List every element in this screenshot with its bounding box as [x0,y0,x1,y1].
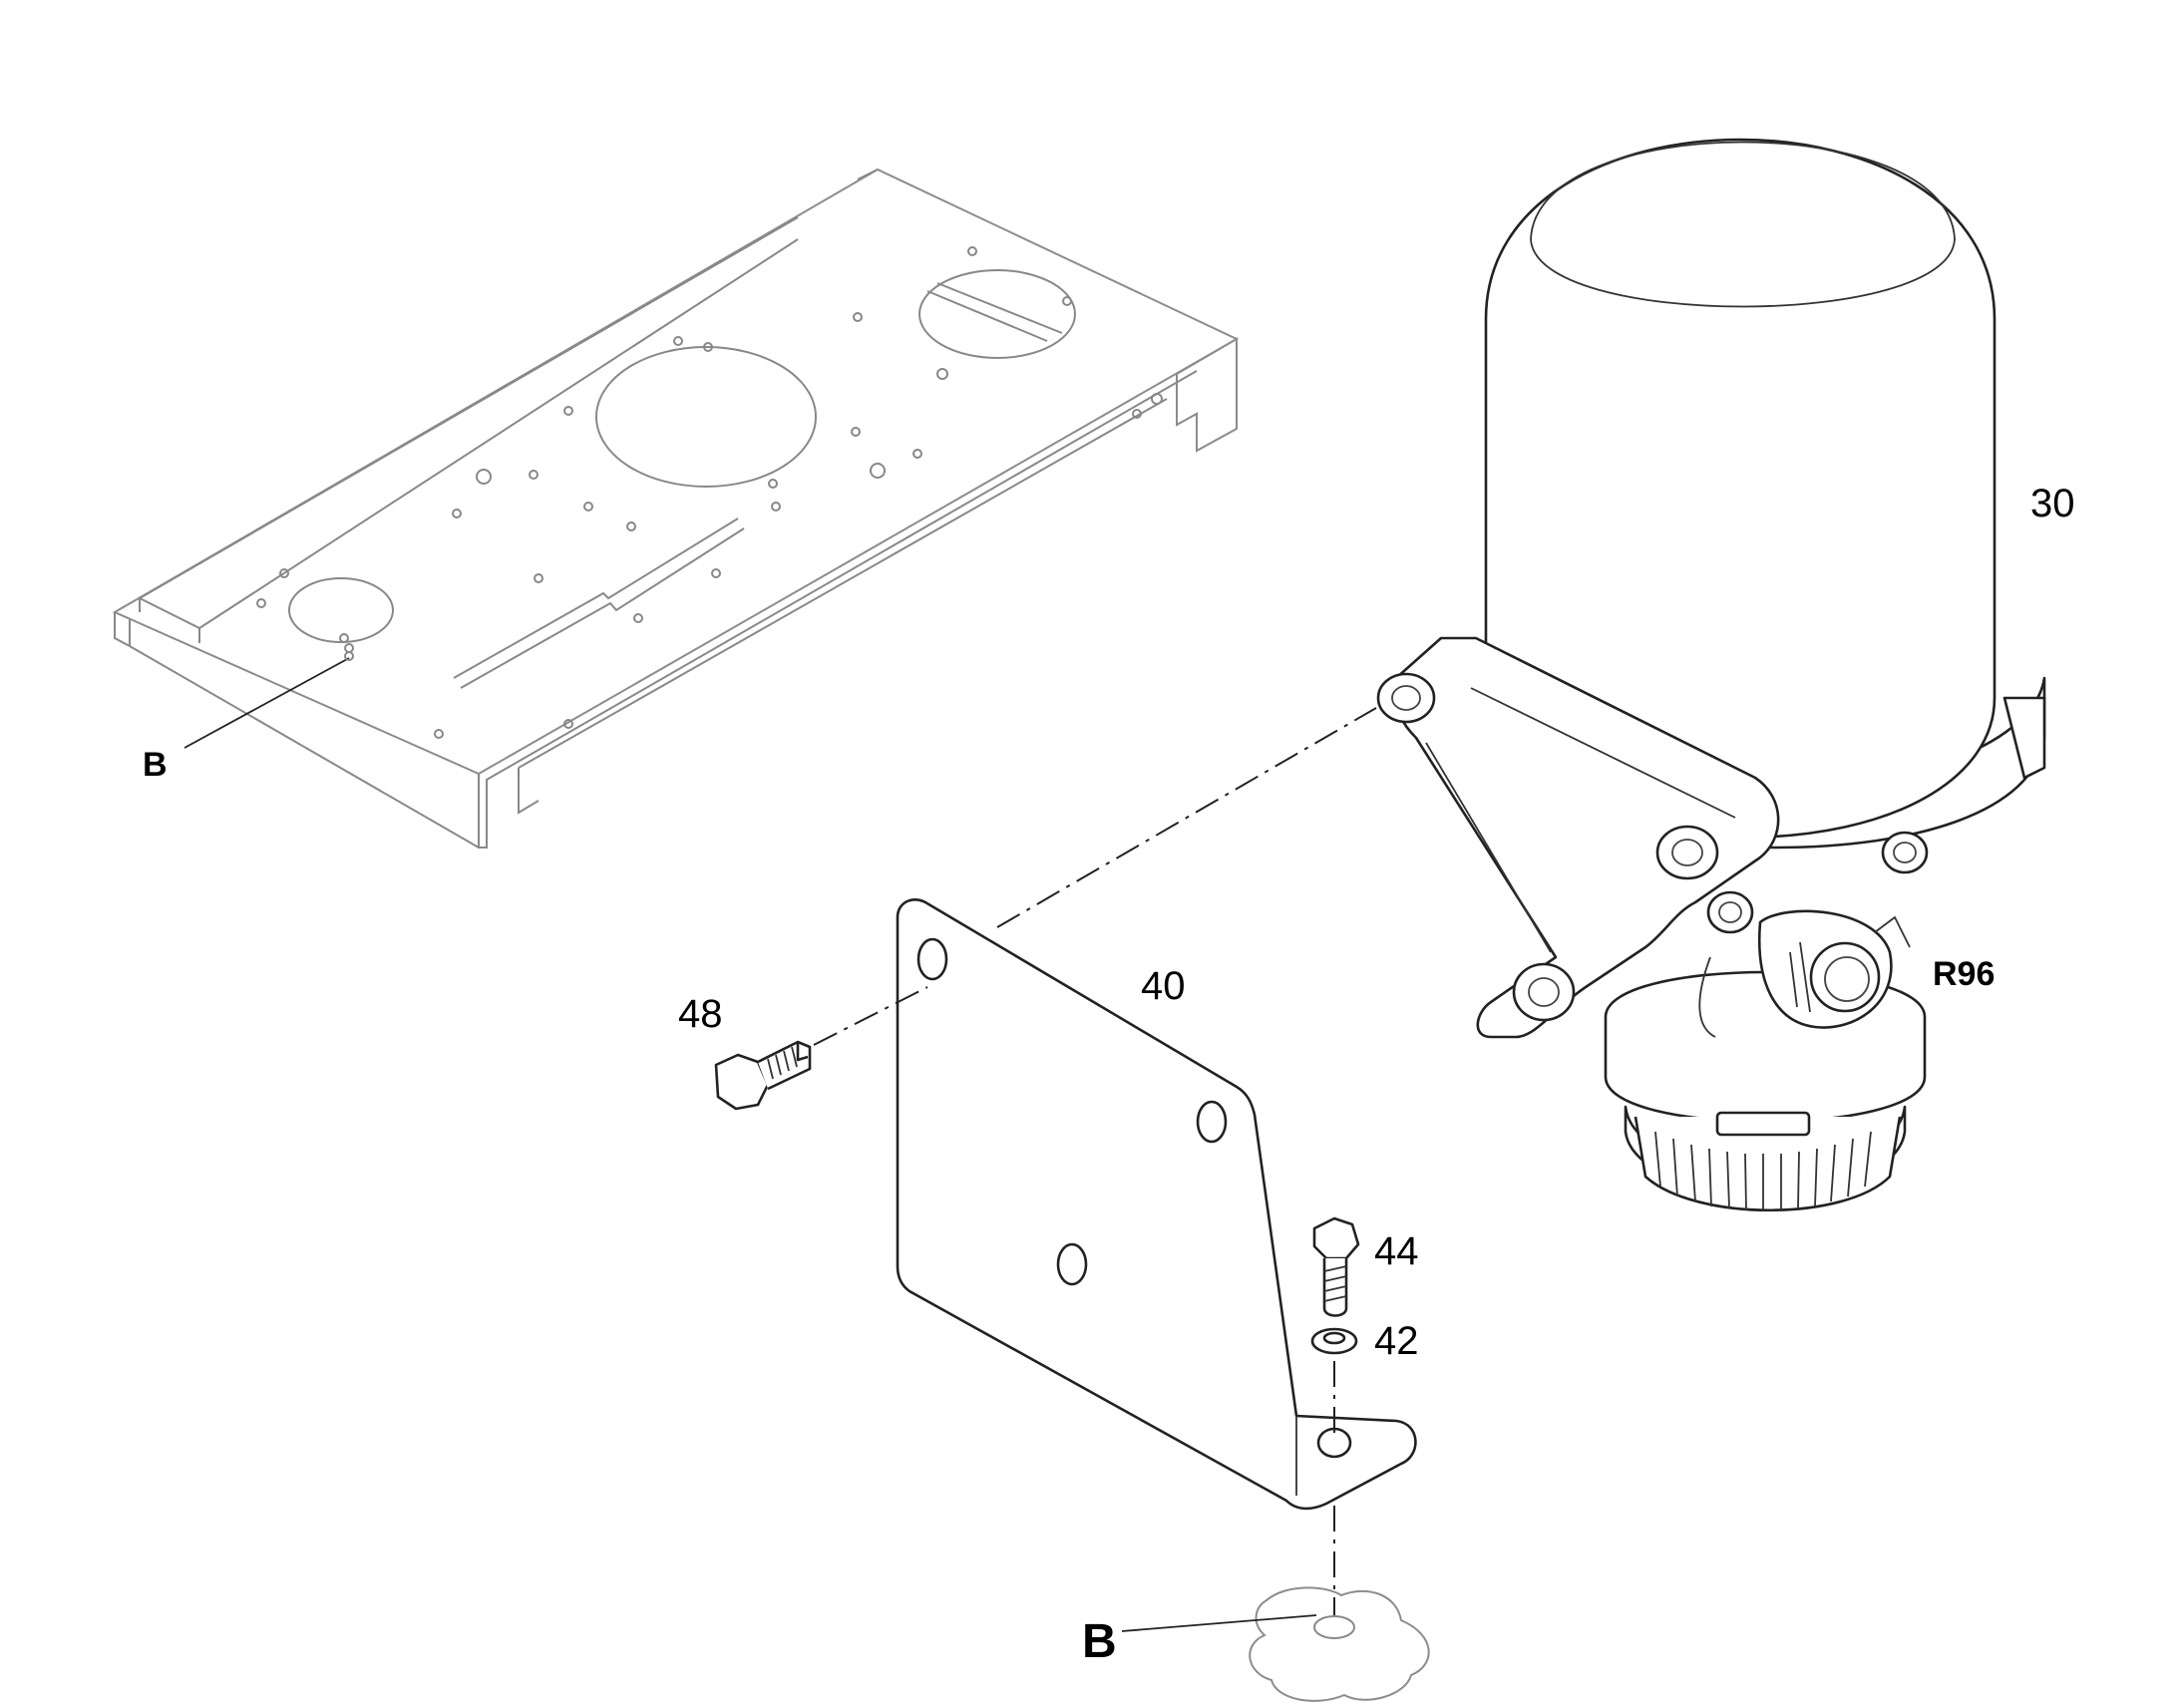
label-filter-housing: 30 [2030,482,2075,525]
label-ref-point-lower: B [1082,1615,1117,1668]
label-washer: 42 [1374,1319,1419,1363]
label-bracket: 40 [1141,964,1186,1008]
bracket [896,897,1417,1511]
label-bolt-horizontal: 48 [678,992,723,1036]
mounting-plate [112,168,1240,849]
bolt-vertical [1312,1216,1360,1317]
alignment-lines [813,707,1377,1615]
bolt-horizontal [714,1040,812,1111]
label-bolt-vertical: 44 [1374,1229,1419,1273]
label-valve-code: R96 [1933,955,1995,993]
mount-point-lower [1249,1586,1430,1702]
leader-b-upper [183,657,350,749]
washer [1310,1327,1358,1355]
label-ref-point-upper: B [143,746,168,784]
leader-b-lower [1121,1614,1317,1632]
filter-housing [1376,138,2046,1211]
